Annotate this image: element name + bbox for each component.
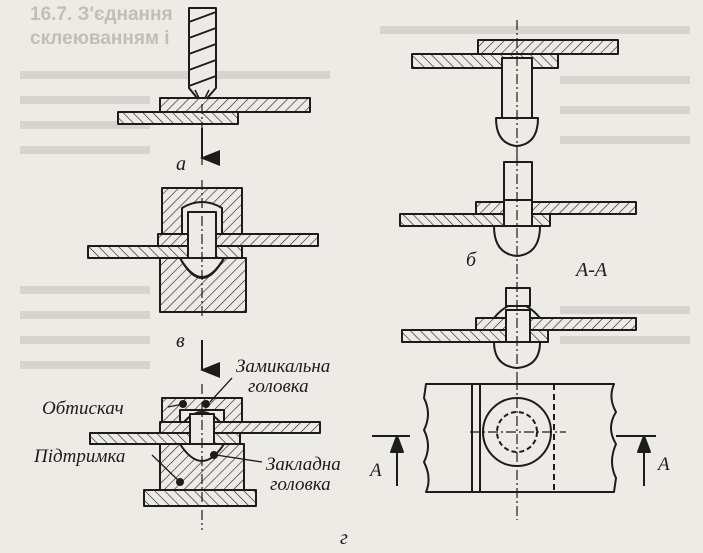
bleed-through-text: 16.7. З'єднання склеюванням і	[30, 4, 173, 49]
step-v-insertion	[87, 180, 319, 378]
label-cut-mark-left: А	[368, 460, 382, 481]
step-b-sequence	[399, 20, 637, 380]
bleed-heading-line2: склеюванням і	[30, 28, 170, 49]
label-step-v: в	[176, 330, 185, 352]
label-embedded-head-2: головка	[270, 474, 331, 495]
step-a-drilling	[117, 7, 311, 166]
step-g-riveting	[89, 377, 321, 530]
labels: а в г б А-А Замикальна головка Обтискач …	[33, 153, 670, 549]
label-closing-head-2: головка	[248, 376, 309, 397]
label-cut-mark-right: А	[656, 454, 670, 475]
label-step-b: б	[466, 249, 477, 271]
label-clamp: Обтискач	[42, 398, 124, 419]
label-section: А-А	[574, 259, 608, 281]
label-step-g: г	[340, 527, 348, 549]
label-step-a: а	[176, 153, 186, 175]
label-support: Підтримка	[33, 446, 125, 467]
bleed-heading-line1: 16.7. З'єднання	[30, 4, 173, 25]
label-closing-head-1: Замикальна	[236, 356, 330, 377]
section-a-a	[372, 380, 656, 520]
bleed-through-lines	[20, 26, 690, 369]
label-embedded-head-1: Закладна	[266, 454, 341, 475]
